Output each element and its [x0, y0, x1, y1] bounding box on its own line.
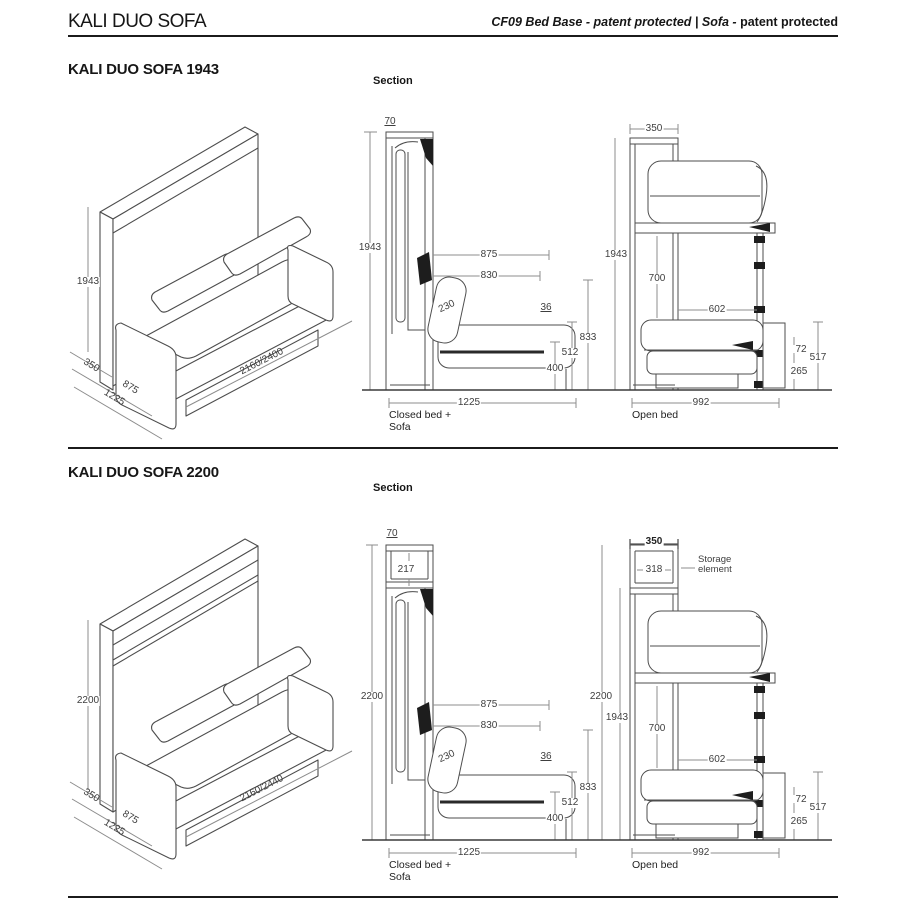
dim-closed-512-2: 512	[560, 797, 580, 808]
storage-element-line1: Storage	[698, 554, 732, 565]
dim-open-height-1943b: 1943	[604, 712, 630, 723]
dim-closed-833-1: 833	[578, 332, 598, 343]
dim-open-72-2: 72	[794, 794, 808, 805]
closed-bed-drawing-1943	[364, 130, 594, 409]
dim-closed-height-2: 2200	[359, 691, 385, 702]
dim-open-top-1: 350	[644, 123, 664, 134]
patent-note-italic: CF09 Bed Base - patent protected | Sofa …	[491, 15, 741, 29]
dim-closed-height-1: 1943	[357, 242, 383, 253]
dim-closed-830-2: 830	[479, 720, 499, 731]
dim-closed-gap-2: 36	[539, 751, 553, 762]
caption-closed-1-line1: Closed bed +	[389, 409, 452, 421]
section-view-label-1: Section	[373, 75, 413, 87]
caption-closed-2-line2: Sofa	[389, 871, 411, 883]
section-title-1943: KALI DUO SOFA 1943	[68, 61, 219, 78]
dim-closed-width-1: 1225	[456, 397, 482, 408]
dim-open-top-2: 350	[644, 536, 664, 547]
dim-open-602-2: 602	[707, 754, 727, 765]
caption-open-2: Open bed	[632, 859, 679, 871]
dim-open-72-1: 72	[794, 344, 808, 355]
section-title-2200: KALI DUO SOFA 2200	[68, 464, 219, 481]
caption-closed-1-line2: Sofa	[389, 421, 411, 433]
dim-open-clearance-2: 700	[647, 723, 667, 734]
page-title: KALI DUO SOFA	[68, 11, 207, 32]
dim-closed-833-2: 833	[578, 782, 598, 793]
section-divider-rule	[68, 447, 838, 449]
section-view-label-2: Section	[373, 482, 413, 494]
dim-open-storage-2: 318	[644, 564, 664, 575]
dim-open-517-1: 517	[808, 352, 828, 363]
dim-closed-gap-1: 36	[539, 302, 553, 313]
patent-note: CF09 Bed Base - patent protected | Sofa …	[491, 15, 838, 29]
dim-open-width-2: 992	[691, 847, 711, 858]
dim-open-517-2: 517	[808, 802, 828, 813]
dim-closed-830-1: 830	[479, 270, 499, 281]
dim-open-height-2200: 2200	[588, 691, 614, 702]
open-bed-drawing-2200	[601, 539, 824, 859]
caption-open-1: Open bed	[632, 409, 679, 421]
dim-open-height-1: 1943	[603, 249, 629, 260]
iso-drawing-2200	[69, 538, 353, 870]
closed-bed-drawing-2200	[366, 544, 594, 859]
caption-closed-2-line1: Closed bed +	[389, 859, 452, 871]
dim-iso-height-1943: 1943	[75, 276, 101, 287]
dim-open-clearance-1: 700	[647, 273, 667, 284]
dim-open-602-1: 602	[707, 304, 727, 315]
open-bed-drawing-1943	[614, 124, 824, 409]
dim-closed-top-1: 70	[383, 116, 397, 127]
dim-closed-400-2: 400	[545, 813, 565, 824]
dim-open-265-1: 265	[789, 366, 809, 377]
dim-open-265-2: 265	[789, 816, 809, 827]
dim-closed-400-1: 400	[545, 363, 565, 374]
dim-iso-height-2200: 2200	[75, 695, 101, 706]
patent-note-bold: patent protected	[740, 15, 838, 29]
dim-closed-width-2: 1225	[456, 847, 482, 858]
dim-closed-875-2: 875	[479, 699, 499, 710]
header-rule	[68, 35, 838, 37]
iso-drawing-1943	[69, 126, 353, 440]
footer-rule	[68, 896, 838, 898]
dim-open-width-1: 992	[691, 397, 711, 408]
dim-closed-top-2: 70	[385, 528, 399, 539]
storage-element-line2: element	[698, 563, 732, 575]
storage-element-label: Storage element	[698, 555, 732, 575]
dim-closed-storage-2: 217	[396, 564, 416, 575]
dim-closed-512-1: 512	[560, 347, 580, 358]
dim-closed-875-1: 875	[479, 249, 499, 260]
